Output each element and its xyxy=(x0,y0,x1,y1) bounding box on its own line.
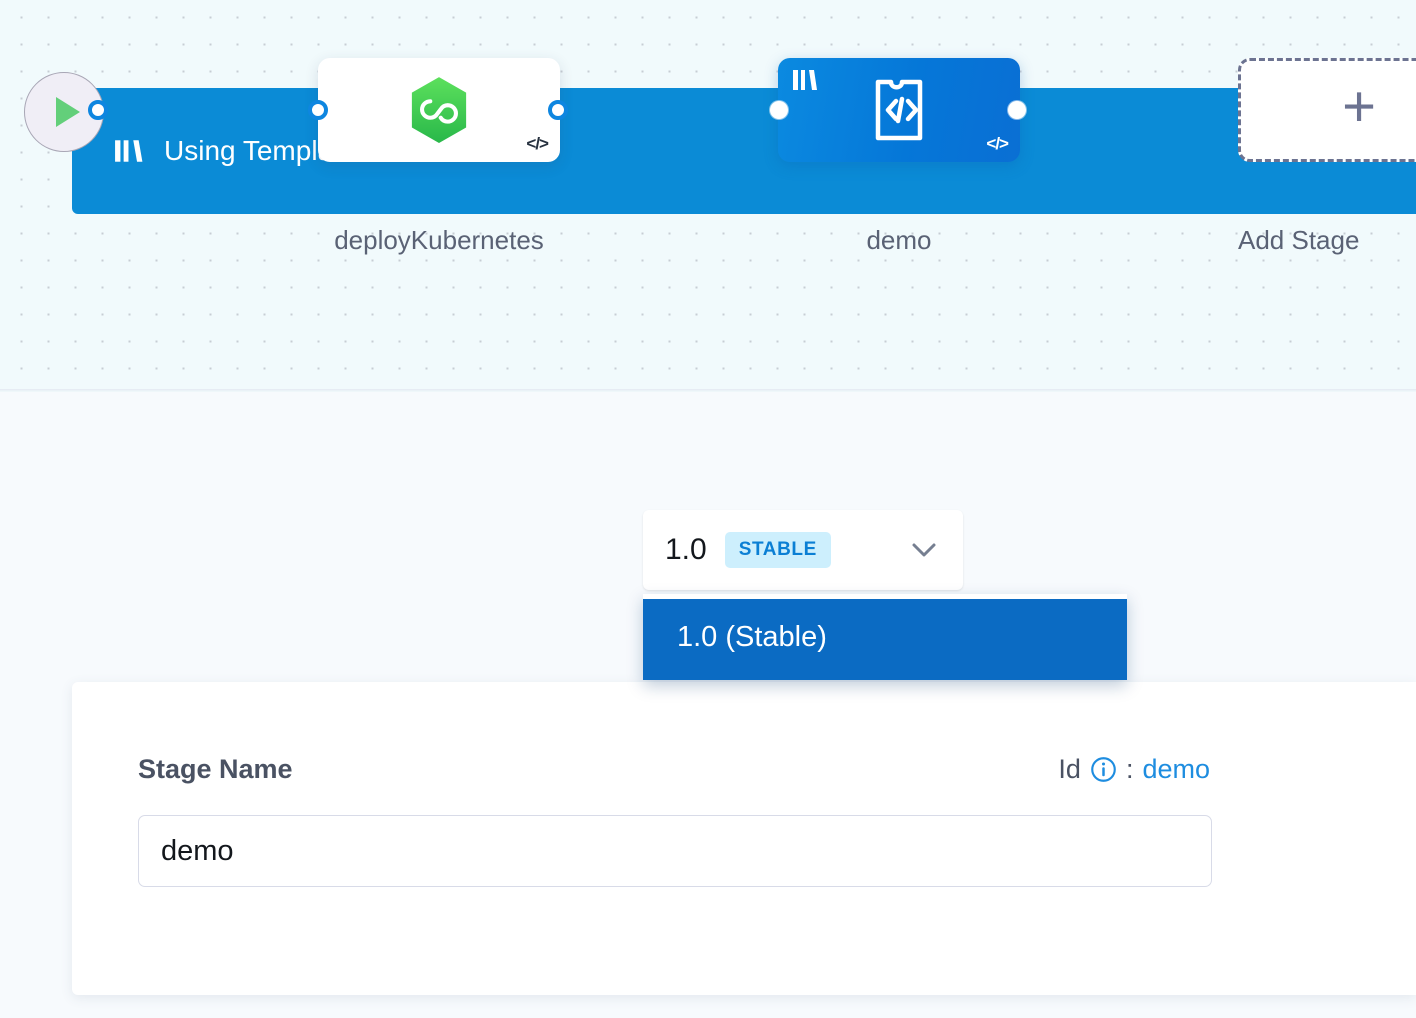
stage-node-demo[interactable]: </> xyxy=(778,58,1020,162)
chevron-down-icon[interactable] xyxy=(907,539,941,561)
code-badge-icon: </> xyxy=(986,134,1009,153)
id-separator: : xyxy=(1125,754,1134,784)
stage-label-deploykubernetes: deployKubernetes xyxy=(334,225,544,255)
id-value: demo xyxy=(1142,754,1210,784)
connector-knob-k8s-out[interactable] xyxy=(548,100,568,120)
connector-knob-demo-in[interactable] xyxy=(770,101,788,119)
harness-hexagon-icon xyxy=(411,77,467,143)
template-library-icon xyxy=(792,68,818,97)
stage-name-label: Stage Name xyxy=(138,754,293,784)
version-stability-badge: STABLE xyxy=(724,532,831,568)
info-circle-icon[interactable] xyxy=(1090,756,1117,783)
template-version-select[interactable]: 1.0 STABLE xyxy=(643,510,963,590)
connector-knob-demo-out[interactable] xyxy=(1008,101,1026,119)
play-icon xyxy=(56,97,80,127)
code-badge-icon: </> xyxy=(526,134,549,153)
id-label: Id xyxy=(1058,754,1081,784)
stage-name-input[interactable] xyxy=(138,815,1212,887)
using-template-banner: Using Template: Barrier Demo xyxy=(72,88,1416,214)
template-stage-icon xyxy=(875,79,923,141)
connector-knob-k8s-in[interactable] xyxy=(308,100,328,120)
stage-label-demo: demo xyxy=(866,225,932,255)
plus-icon: + xyxy=(1342,74,1376,139)
template-version-value: 1.0 xyxy=(665,533,707,566)
template-library-icon xyxy=(114,136,144,166)
stage-node-deploykubernetes[interactable]: </> xyxy=(318,58,560,162)
connector-knob-start[interactable] xyxy=(88,100,108,120)
add-stage-label: Add Stage xyxy=(1238,225,1360,255)
stage-name-field-header: Stage Name Id : demo xyxy=(138,754,1210,785)
add-stage-node[interactable]: + xyxy=(1238,58,1416,162)
stage-id-group: Id : demo xyxy=(1058,754,1210,785)
dropdown-option-1-0-stable[interactable]: 1.0 (Stable) xyxy=(643,599,1127,680)
template-version-dropdown-menu[interactable]: 1.0 (Stable) xyxy=(643,594,1127,680)
